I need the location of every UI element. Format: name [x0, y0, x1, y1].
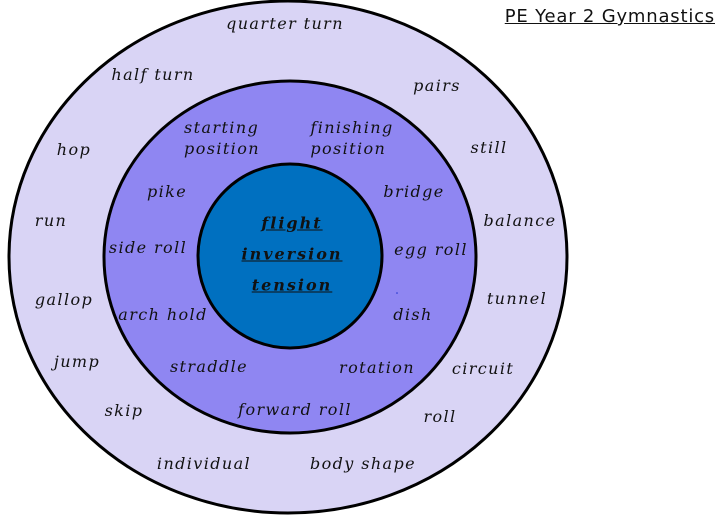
middle-label-line: position [310, 139, 387, 158]
outer-label: still [470, 138, 508, 157]
middle-label-finishing: finishing position [310, 117, 393, 159]
outer-label: tunnel [486, 289, 548, 308]
outer-label: individual [156, 454, 252, 473]
outer-label: hop [56, 140, 92, 159]
middle-label: egg roll [394, 240, 468, 259]
middle-label-starting: starting position [184, 117, 260, 159]
middle-label: dish [393, 305, 433, 324]
outer-label: balance [483, 211, 557, 230]
outer-label: gallop [34, 290, 94, 309]
middle-label: side roll [108, 238, 188, 257]
middle-label-line: position [184, 139, 260, 158]
inner-label: inversion [241, 244, 343, 264]
middle-label-line: finishing [310, 118, 394, 137]
middle-label: rotation [339, 358, 415, 377]
outer-label: jump [53, 352, 101, 371]
middle-label: straddle [169, 357, 249, 376]
middle-label: forward roll [238, 400, 352, 419]
inner-circle [196, 162, 384, 350]
stray-dot [396, 292, 398, 294]
middle-label-line: starting [184, 118, 260, 137]
outer-label: run [34, 211, 68, 230]
outer-label: pairs [413, 76, 461, 95]
middle-label: pike [146, 182, 188, 201]
inner-label: flight [261, 213, 323, 233]
outer-label: roll [423, 407, 457, 426]
outer-label: body shape [309, 454, 417, 473]
middle-label: arch hold [118, 305, 208, 324]
middle-label: bridge [383, 182, 445, 201]
outer-label: circuit [451, 359, 515, 378]
outer-label: skip [104, 401, 144, 420]
inner-label: tension [251, 275, 333, 295]
page-title: PE Year 2 Gymnastics [504, 6, 715, 27]
outer-label: half turn [111, 65, 195, 84]
outer-label: quarter turn [226, 14, 344, 33]
